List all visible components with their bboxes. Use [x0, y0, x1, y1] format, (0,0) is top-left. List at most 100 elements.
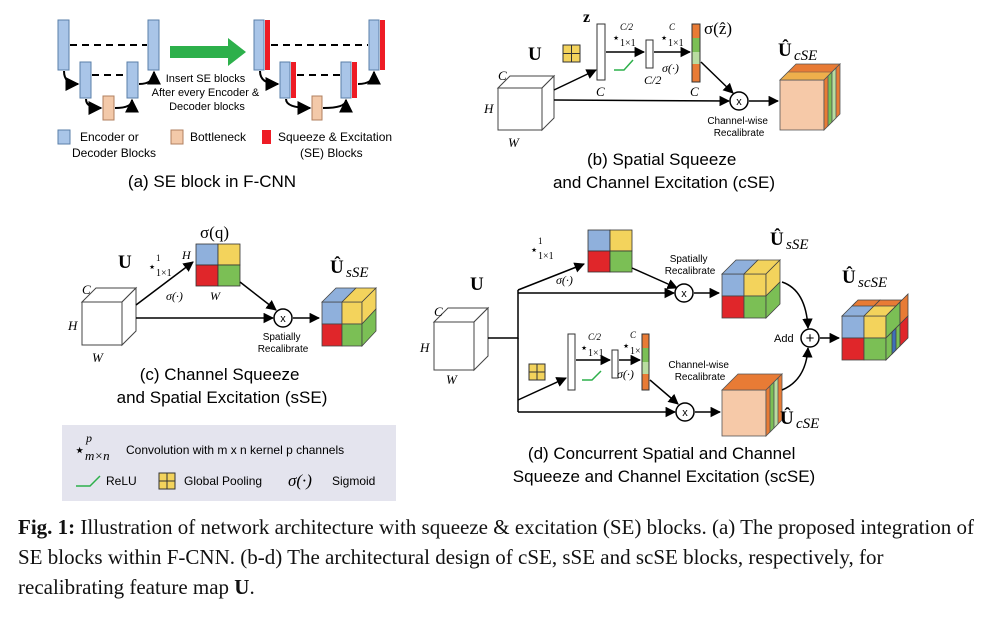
- relu-icon: [582, 370, 602, 381]
- multiply-symbol: x: [280, 313, 286, 325]
- output-scse-label: Û: [842, 266, 856, 288]
- legend-sigmoid-label: Sigmoid: [332, 474, 375, 488]
- conv2-sup: C: [669, 22, 676, 32]
- caption-label: Fig. 1:: [18, 515, 76, 539]
- conv1-star: ⋆: [580, 340, 588, 355]
- input-cube: [432, 306, 490, 372]
- panel-d-title-line1: (d) Concurrent Spatial and Channel: [528, 444, 795, 463]
- input-u-label: U: [118, 252, 132, 273]
- encoder-block: [253, 19, 265, 71]
- output-scse-cube: [841, 293, 909, 361]
- conv-s-sup: 1: [538, 236, 543, 246]
- panel-a: Insert SE blocks After every Encoder & D…: [57, 19, 392, 191]
- dim-h: H: [419, 340, 430, 355]
- z-vector: [596, 23, 606, 81]
- bottleneck-block: [311, 95, 323, 121]
- recal-line1: Spatially: [263, 332, 301, 343]
- panel-c: U C H W ⋆ 1 1×1 σ(·) H W σ(q) x Spatiall…: [67, 223, 377, 407]
- dim-w-map: W: [210, 289, 221, 303]
- multiply-symbol: x: [682, 407, 688, 419]
- arrow-to-z: [517, 377, 567, 401]
- up-arrow: [138, 70, 161, 85]
- multiply-op: [729, 91, 749, 111]
- conv2-sub: 1×1: [668, 38, 684, 49]
- legend-encoder-line1: Encoder or: [80, 130, 139, 144]
- conv2-star: ⋆: [622, 338, 630, 353]
- legend-encoder-line2: Decoder Blocks: [72, 146, 156, 160]
- add-label: Add: [774, 333, 794, 345]
- dim-h: H: [67, 318, 78, 333]
- output-sse-cube: [721, 259, 781, 319]
- channel-weights-vector: [641, 333, 650, 391]
- svg-text:Encoder or Decoder Block: Encoder or Decoder Blocks: [72, 130, 156, 160]
- relu-icon: [614, 59, 634, 71]
- arrow-to-z: [553, 69, 597, 91]
- down-arrow: [85, 98, 103, 115]
- channel-weights-vector: [691, 23, 701, 83]
- output-scse-sub: scSE: [858, 275, 887, 291]
- multiply-symbol: x: [681, 288, 687, 300]
- arrow-text-line2: After every Encoder &: [152, 87, 260, 99]
- se-block: [352, 62, 357, 98]
- encoder-block: [79, 61, 92, 99]
- conv-s-star: ⋆: [530, 242, 538, 257]
- dim-c: C: [498, 68, 507, 83]
- dim-h-map: H: [181, 248, 192, 262]
- conv2-star: ⋆: [660, 30, 668, 45]
- svg-text:(d) Concurrent Spatial and Cha: (d) Concurrent Spatial and Channel Squee…: [513, 444, 815, 486]
- dim-w: W: [92, 350, 104, 365]
- global-pooling-icon: [562, 44, 581, 63]
- panel-a-title: (a) SE block in F-CNN: [128, 172, 296, 191]
- conv-arrow: [135, 261, 194, 306]
- svg-text:Insert SE blocks After e: Insert SE blocks After every Encoder & D…: [152, 73, 263, 113]
- output-cse-cube: [721, 373, 783, 437]
- up-arrow: [357, 70, 381, 85]
- decoder-block: [147, 19, 160, 71]
- input-to-mult: [553, 95, 731, 107]
- trunk-line: [488, 290, 519, 339]
- recal-line1: Channel-wise: [707, 116, 768, 127]
- output-cse-sub: cSE: [796, 416, 819, 432]
- conv-sup: 1: [156, 253, 161, 263]
- output-cse-label: Û: [780, 407, 794, 429]
- sigma-q-label: σ(q): [200, 223, 229, 242]
- legend-encoder-swatch: [57, 129, 71, 145]
- encoder-block: [279, 61, 291, 99]
- svg-text:Spatially Recalibrate: Spatially Recalibrate: [665, 254, 716, 277]
- arrow-text-line1: Insert SE blocks: [166, 73, 246, 85]
- legend-bottleneck-label: Bottleneck: [190, 130, 247, 144]
- output-sse-label: Û: [330, 256, 344, 278]
- se-block: [265, 20, 270, 70]
- svg-text:Channel-wise Recalibrate: Channel-wise Recalibrate: [668, 360, 731, 383]
- svg-text:Spatially Recalibrate: Spatially Recalibrate: [258, 332, 309, 355]
- conv1-sub: 1×1: [620, 38, 636, 49]
- map-to-mult: [239, 281, 277, 311]
- panel-d-title-line2: Squeeze and Channel Excitation (scSE): [513, 467, 815, 486]
- legend-se-swatch: [262, 130, 271, 144]
- multiply-op: [273, 308, 293, 328]
- arrow-text-line3: Decoder blocks: [169, 101, 245, 113]
- conv1-sub: 1×1: [588, 348, 604, 359]
- se-block: [291, 62, 296, 98]
- down-arrow: [285, 98, 312, 115]
- legend-pool-label: Global Pooling: [184, 474, 262, 488]
- caption-text: Illustration of network architecture wit…: [18, 515, 974, 599]
- bottleneck-block: [102, 95, 115, 121]
- output-sse-label: Û: [770, 228, 784, 250]
- conv-sub: 1×1: [156, 268, 172, 279]
- legend-conv-sup: p: [85, 431, 92, 445]
- legend-se-line2: (SE) Blocks: [300, 146, 363, 160]
- svg-text:Channel-wise Recalibrate: Channel-wise Recalibrate: [707, 116, 770, 139]
- input-u-label: U: [528, 44, 542, 65]
- legend-relu-label: ReLU: [106, 474, 137, 488]
- conv1-star: ⋆: [612, 30, 620, 45]
- output-sse-sub: sSE: [786, 237, 809, 253]
- output-sse-sub: sSE: [346, 265, 369, 281]
- figure-canvas: Insert SE blocks After every Encoder & D…: [57, 9, 909, 501]
- recal-line2: Recalibrate: [258, 344, 309, 355]
- input-cube: [80, 286, 138, 347]
- up-arrow: [114, 98, 139, 113]
- caption-end: .: [249, 575, 255, 599]
- legend-conv-sub: m×n: [85, 448, 110, 463]
- output-cse-label: Û: [778, 39, 792, 61]
